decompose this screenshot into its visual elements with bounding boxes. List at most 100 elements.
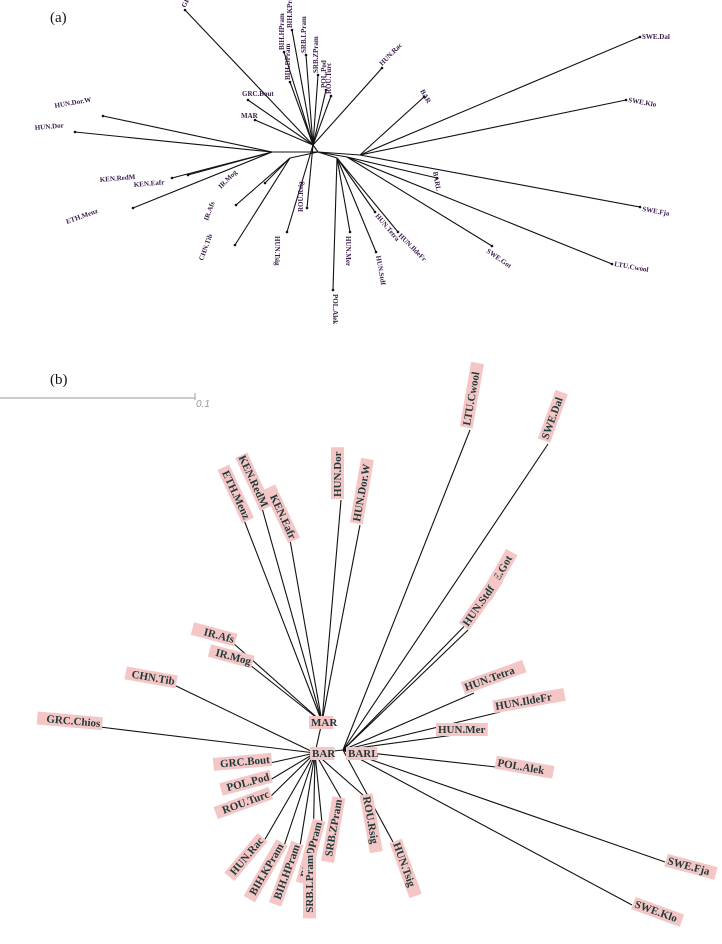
panel-b-branch-pol-pod: [269, 752, 316, 781]
panel-b-label-mar: MAR: [311, 717, 338, 729]
panel-b-label-swe-klo-group: SWE.Klo: [631, 896, 685, 927]
panel-a-label-rou-rsig: ROU.Rsig: [297, 181, 305, 212]
panel-b-label-hun-ildefr-highlight: [492, 687, 566, 714]
panel-b-label-swe-fja-group: SWE.Fja: [664, 853, 718, 880]
panel-a-branch-mar: [254, 119, 314, 146]
panel-b-label-chn-tib-highlight: [124, 666, 178, 689]
panel-a-tip-hun-tsig: [285, 230, 289, 234]
panel-a-tip-hun-stdf: [374, 250, 378, 254]
panel-b-label-rou-rsig-group: ROU.Rsig: [359, 793, 383, 854]
panel-b-label-grc-chios: GRC.Chios: [46, 713, 102, 730]
panel-b-label-srb-zpram: SRB.ZPram: [323, 798, 345, 857]
panel-a-tip-swe-got: [490, 244, 494, 248]
panel-b-label-rou-rsig-highlight: [359, 793, 383, 854]
panel-a-label-hun-tsig: HUN.Tsig: [273, 236, 281, 266]
panel-b-label-bar: BAR: [312, 748, 336, 760]
panel-a-tip-chn-tib: [233, 243, 237, 247]
panel-a-branch-hun-stdf: [336, 157, 377, 253]
panel-a-tip-srb-lpram: [304, 53, 308, 57]
panel-b-label-bar-highlight: [310, 747, 335, 760]
panel-a-label-hun-tetra: HUN.Tetra: [373, 212, 401, 243]
panel-b-label-srb-lpram-group: SRB.LPram: [303, 853, 316, 919]
panel-a-label-bih-hpram: BIH.HPram: [278, 13, 286, 50]
panel-a-tip-hun-ildefr: [396, 230, 400, 234]
panel-a-branch-hun-ildefr: [336, 157, 399, 233]
panel-a-branch-swe-klo: [359, 99, 627, 156]
panel-a-tip-swe-fja: [638, 205, 642, 209]
panel-a-label-ken-redm: KEN.RedM: [99, 173, 136, 184]
panel-a-label-grc-chios: GRC.Chios: [180, 0, 204, 9]
panel-b-label-ir-mog-group: IR.Mog: [207, 644, 255, 669]
panel-a-label: (a): [50, 10, 67, 26]
panel-a-internal-branch-n3: [289, 151, 319, 159]
panel-b-label-pol-alek-group: POL.Alek: [494, 755, 555, 779]
panel-a-branch-rou-turc: [312, 95, 332, 146]
panel-a-label-barl: BARL: [431, 171, 442, 192]
panel-a-label-bih-kpram: BIH.KPram: [286, 0, 294, 28]
panel-b-label-ken-redm-highlight: [235, 452, 272, 512]
panel-b-label-hun-stdf-group: HUN.Stdf: [458, 574, 503, 631]
panel-a-tip-bih-hpram: [282, 50, 286, 54]
panel-b-label-ken-eafr-highlight: [263, 484, 300, 544]
panel-a-branch-eth-menz: [132, 151, 273, 209]
panel-b-label-hun-tetra: HUN.Tetra: [463, 664, 517, 693]
panel-b-label-grc-bout-group: GRC.Bout: [212, 752, 273, 771]
panel-b-label-ir-mog: IR.Mog: [214, 647, 253, 668]
panel-b-label-swe-dal-highlight: [537, 389, 568, 443]
panel-b-label-hun-mer-highlight: [436, 723, 488, 736]
panel-a-tip-pol-alek: [331, 288, 335, 292]
panel-b-label-grc-bout: GRC.Bout: [220, 754, 271, 770]
panel-a-tip-grc-chios: [183, 8, 187, 12]
panel-b-branch-grc-bout: [269, 752, 316, 764]
panel-b-branches: [99, 429, 666, 906]
panel-a-tip-barl: [435, 176, 439, 180]
panel-b-label-swe-dal: SWE.Dal: [540, 396, 566, 441]
panel-b-branch-swe-fja: [342, 749, 666, 863]
panel-a-branch-swe-fja: [359, 154, 641, 208]
panel-a-tip-hun-tetra: [373, 210, 377, 214]
panel-b-label-srb-zpram-highlight: [321, 796, 346, 863]
panel-a-leaf-labels: GRC.ChiosBIH.KPramBIH.HPramBIH.DPramSRB.…: [34, 0, 670, 324]
panel-a-label-srb-lpram: SRB.LPram: [300, 16, 308, 53]
panel-b-label: (b): [50, 372, 68, 388]
panel-a-tip-bih-kpram: [290, 28, 294, 32]
panel-a-label-ltu-cwool: LTU.Cwool: [614, 260, 649, 274]
panel-a-tip-hun-mer: [348, 230, 352, 234]
panel-b-label-mar-highlight: [309, 716, 334, 729]
panel-b-label-grc-chios-group: GRC.Chios: [36, 711, 103, 731]
panel-a-label-hun-dor-w: HUN.Dor.W: [54, 96, 92, 110]
panel-b-label-bih-kpram-highlight: [243, 839, 288, 903]
panel-b-label-hun-tsig: HUN.Tsig: [390, 841, 417, 889]
panel-a-tip-bih-dpram: [288, 80, 292, 84]
panel-b-branch-hun-rac: [263, 752, 316, 842]
panel-b-label-swe-fja-highlight: [664, 853, 718, 880]
panel-a-tip-ir-afs: [234, 203, 238, 207]
panel-b-branch-bih-hpram: [299, 752, 316, 847]
panel-a-branch-swe-got: [346, 156, 493, 247]
scale-bar-label: 0.1: [196, 399, 210, 410]
panel-b-label-pol-alek: POL.Alek: [496, 757, 546, 777]
panel-b-label-bih-hpram-highlight: [268, 840, 304, 907]
panel-a-branch-hun-tetra: [336, 157, 376, 213]
panel-a-label-ir-mog: IR.Mog: [217, 168, 239, 190]
panel-a-branch-bih-kpram: [291, 29, 314, 146]
panel-a-tip-ken-eafr: [186, 173, 190, 177]
panel-b-branch-ltu-cwool: [342, 429, 471, 751]
panel-a-branch-ken-eafr: [187, 151, 273, 176]
panel-a-label-pol-alek: POL.Alek: [331, 294, 339, 324]
panel-a-tip-ken-redm: [170, 176, 174, 180]
panel-b-label-hun-tsig-group: HUN.Tsig: [389, 838, 422, 899]
panel-b-branch-rou-turc: [269, 752, 316, 798]
panel-a-tip-eth-menz: [131, 206, 135, 210]
panel-a-label-hun-stdf: HUN.Stdf: [374, 255, 387, 286]
panel-b-label-grc-bout-highlight: [212, 752, 273, 771]
panel-a-branch-hun-dor: [74, 131, 273, 153]
panel-b-branch-ken-eafr: [289, 539, 323, 723]
panel-b-label-pol-alek-highlight: [494, 755, 555, 779]
panel-a-label-rou-turc: ROU.Turc: [325, 63, 333, 94]
panel-a-tip-hun-rac: [380, 66, 384, 70]
panel-b-branch-hun-ildefr: [342, 711, 501, 751]
panel-b-label-bar-group: BAR: [310, 747, 336, 760]
panel-a-internal-branch-n6: [317, 151, 361, 156]
